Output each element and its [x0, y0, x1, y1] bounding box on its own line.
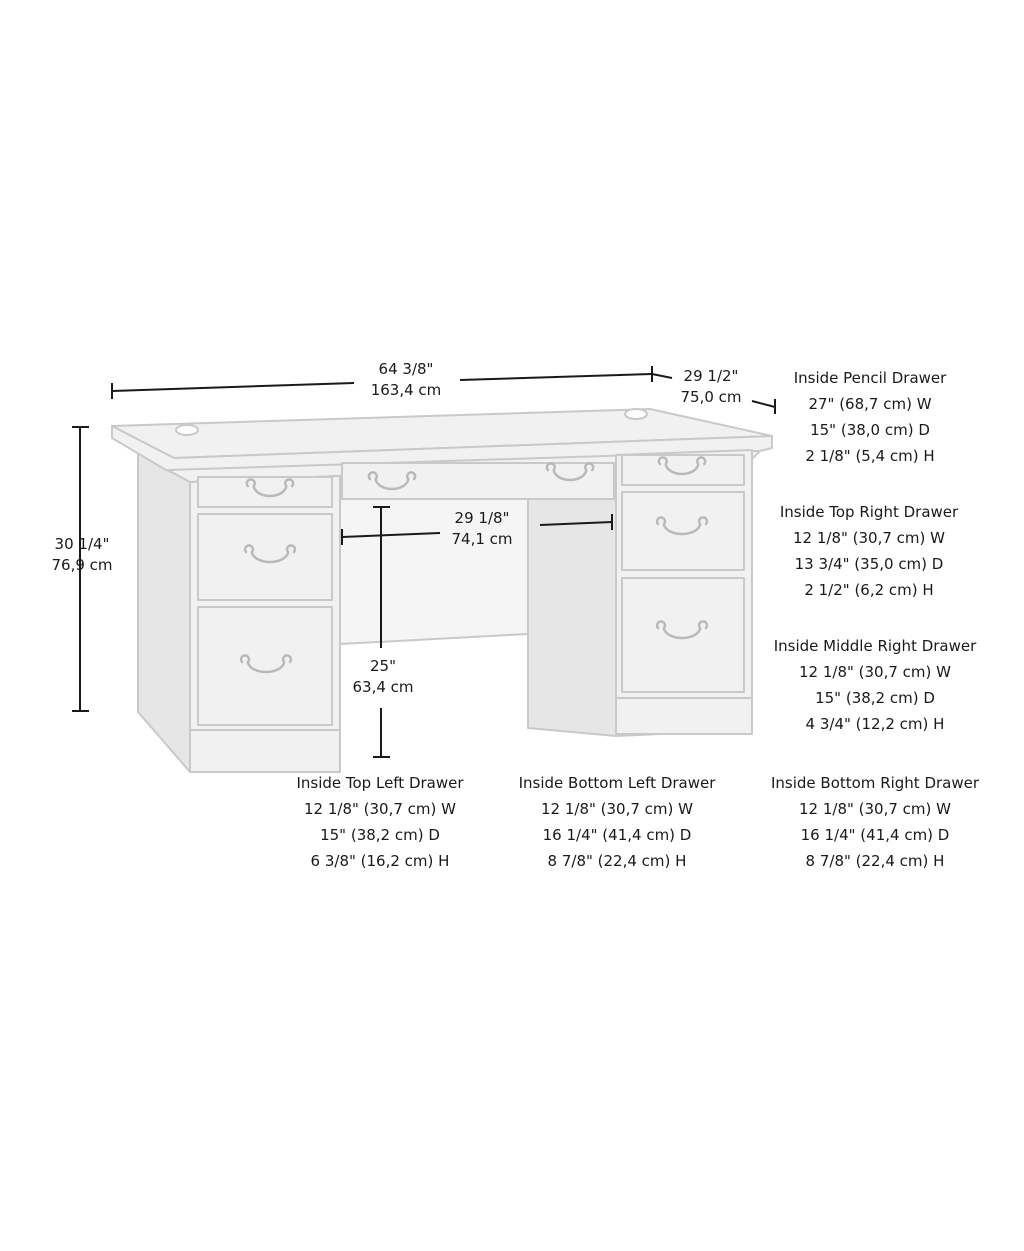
knee-width-line-left [341, 532, 441, 538]
desk-illustration [111, 408, 773, 773]
drawer-pulls [239, 456, 709, 674]
left-top-drawer-front [197, 476, 333, 508]
middle-right-drawer-height: 4 3/4" (12,2 cm) H [805, 715, 945, 733]
depth-line-end [751, 400, 776, 408]
top-left-drawer-depth: 15" (38,2 cm) D [320, 826, 440, 844]
pull-right-middle-icon [655, 516, 709, 536]
top-left-drawer-width: 12 1/8" (30,7 cm) W [303, 800, 456, 818]
bottom-left-drawer-title: Inside Bottom Left Drawer [518, 774, 716, 792]
knee-height-label: 25" 63,4 cm [352, 656, 413, 698]
middle-right-drawer-title: Inside Middle Right Drawer [773, 637, 977, 655]
height-label: 30 1/4" 76,9 cm [51, 534, 112, 576]
pull-left-middle-icon [243, 544, 297, 564]
top-right-drawer-width: 12 1/8" (30,7 cm) W [792, 529, 945, 547]
bottom-left-drawer-width: 12 1/8" (30,7 cm) W [541, 800, 693, 818]
knee-width-label: 29 1/8" 74,1 cm [451, 508, 512, 550]
pencil-drawer-height: 2 1/8" (5,4 cm) H [805, 447, 935, 465]
pull-right-bottom-icon [655, 620, 709, 640]
middle-right-drawer-width: 12 1/8" (30,7 cm) W [799, 663, 951, 681]
middle-right-drawer-specs: Inside Middle Right Drawer 12 1/8" (30,7… [774, 633, 977, 737]
depth-line-start [651, 373, 673, 379]
bottom-right-drawer-height: 8 7/8" (22,4 cm) H [805, 852, 945, 870]
bottom-left-drawer-specs: Inside Bottom Left Drawer 12 1/8" (30,7 … [519, 770, 716, 874]
pencil-drawer-title: Inside Pencil Drawer [793, 369, 947, 387]
bottom-right-drawer-specs: Inside Bottom Right Drawer 12 1/8" (30,7… [771, 770, 979, 874]
pencil-drawer-specs: Inside Pencil Drawer 27" (68,7 cm) W 15"… [794, 365, 947, 469]
top-left-drawer-height: 6 3/8" (16,2 cm) H [310, 852, 450, 870]
height-metric: 76,9 cm [51, 556, 113, 574]
right-bottom-drawer-front [621, 577, 745, 693]
bottom-left-drawer-height: 8 7/8" (22,4 cm) H [547, 852, 687, 870]
right-pedestal-base [615, 697, 753, 735]
left-middle-drawer-front [197, 513, 333, 601]
bottom-right-drawer-depth: 16 1/4" (41,4 cm) D [800, 826, 950, 844]
pull-pencil-left-icon [367, 471, 417, 491]
knee-width-imperial: 29 1/8" [454, 509, 510, 527]
right-pedestal-side [527, 479, 617, 737]
top-right-drawer-specs: Inside Top Right Drawer 12 1/8" (30,7 cm… [780, 499, 958, 603]
top-left-drawer-title: Inside Top Left Drawer [296, 774, 464, 792]
width-line-left [111, 382, 355, 392]
depth-imperial: 29 1/2" [683, 367, 739, 385]
width-line-right [459, 373, 653, 381]
knee-height-imperial: 25" [370, 657, 396, 675]
depth-label: 29 1/2" 75,0 cm [680, 366, 741, 408]
depth-metric: 75,0 cm [680, 388, 742, 406]
top-right-drawer-height: 2 1/2" (6,2 cm) H [804, 581, 934, 599]
middle-right-drawer-depth: 15" (38,2 cm) D [815, 689, 935, 707]
pencil-drawer-depth: 15" (38,0 cm) D [810, 421, 930, 439]
knee-height-metric: 63,4 cm [352, 678, 414, 696]
top-left-drawer-specs: Inside Top Left Drawer 12 1/8" (30,7 cm)… [296, 770, 463, 874]
grommet-right [624, 408, 648, 420]
top-right-drawer-depth: 13 3/4" (35,0 cm) D [794, 555, 944, 573]
pull-left-top-icon [245, 478, 295, 498]
pull-right-top-icon [657, 456, 707, 476]
pull-left-bottom-icon [239, 654, 293, 674]
top-right-drawer-title: Inside Top Right Drawer [779, 503, 959, 521]
knee-width-metric: 74,1 cm [451, 530, 513, 548]
right-middle-drawer-front [621, 491, 745, 571]
bottom-right-drawer-title: Inside Bottom Right Drawer [770, 774, 980, 792]
dimension-lines [72, 366, 776, 758]
bottom-right-drawer-width: 12 1/8" (30,7 cm) W [799, 800, 951, 818]
left-pedestal-side [137, 449, 191, 773]
pull-pencil-right-icon [545, 462, 595, 482]
width-imperial: 64 3/8" [378, 360, 434, 378]
bottom-left-drawer-depth: 16 1/4" (41,4 cm) D [542, 826, 692, 844]
width-metric: 163,4 cm [370, 381, 442, 399]
knee-width-line-right [539, 521, 613, 526]
height-imperial: 30 1/4" [54, 535, 110, 553]
right-top-drawer-front [621, 454, 745, 486]
width-label: 64 3/8" 163,4 cm [371, 359, 442, 401]
pencil-drawer-width: 27" (68,7 cm) W [808, 395, 932, 413]
left-pedestal-base [189, 729, 341, 773]
grommet-left [175, 424, 199, 436]
left-bottom-drawer-front [197, 606, 333, 726]
